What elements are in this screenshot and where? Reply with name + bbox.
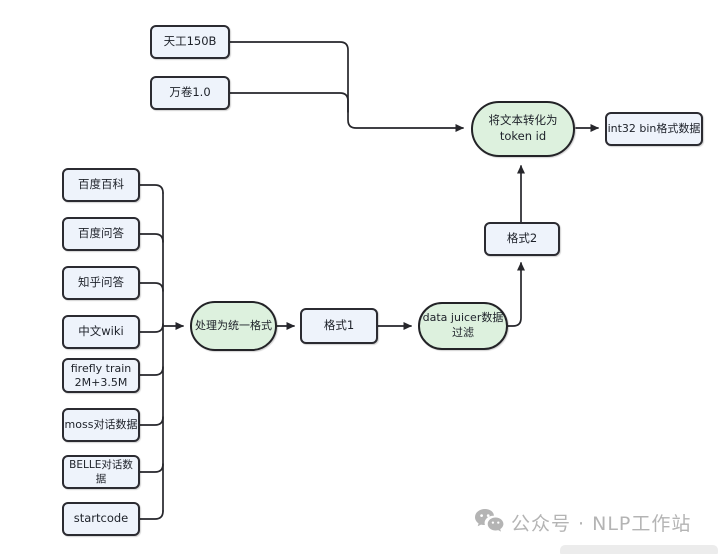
node-wanjuan: 万卷1.0 <box>150 76 230 110</box>
node-source-baidubaike: 百度百科 <box>62 168 140 202</box>
node-tokenize: 将文本转化为 token id <box>471 101 575 157</box>
connector-wanjuan-merge <box>229 92 349 113</box>
node-source-baiduwenda: 百度问答 <box>62 217 140 251</box>
node-process-unify: 处理为统一格式 <box>190 301 277 351</box>
node-source-firefly: firefly train 2M+3.5M <box>62 358 140 393</box>
connector-src-zhihu <box>139 282 164 292</box>
connector-src-baidubaike <box>139 184 164 194</box>
connector-src-firefly <box>139 366 164 376</box>
node-source-belle: BELLE对话数据 <box>62 455 140 489</box>
connector-src-baiduwenda <box>139 233 164 243</box>
node-source-zhwiki: 中文wiki <box>62 315 140 349</box>
node-source-startcode: startcode <box>62 502 140 536</box>
connector-src-belle <box>139 463 164 473</box>
node-source-moss: moss对话数据 <box>62 408 140 442</box>
bottom-faint-bar <box>560 545 718 554</box>
connector-src-startcode <box>139 510 164 520</box>
node-source-zhihuwenda: 知乎问答 <box>62 266 140 300</box>
node-tiangong: 天工150B <box>150 25 230 59</box>
watermark-text: 公众号 · NLP工作站 <box>511 512 692 535</box>
node-format1: 格式1 <box>300 308 378 344</box>
node-data-juicer: data juicer数据 过滤 <box>418 302 508 350</box>
node-output-int32: int32 bin格式数据 <box>605 112 703 146</box>
connector-juicer-to-format2 <box>507 262 525 327</box>
connector-tiangong-merge <box>229 41 464 132</box>
wechat-icon <box>475 509 504 532</box>
connector-src-moss <box>139 416 164 426</box>
node-format2: 格式2 <box>484 222 560 256</box>
connector-src-zhwiki <box>139 323 164 333</box>
watermark: 公众号 · NLP工作站 <box>474 505 691 539</box>
